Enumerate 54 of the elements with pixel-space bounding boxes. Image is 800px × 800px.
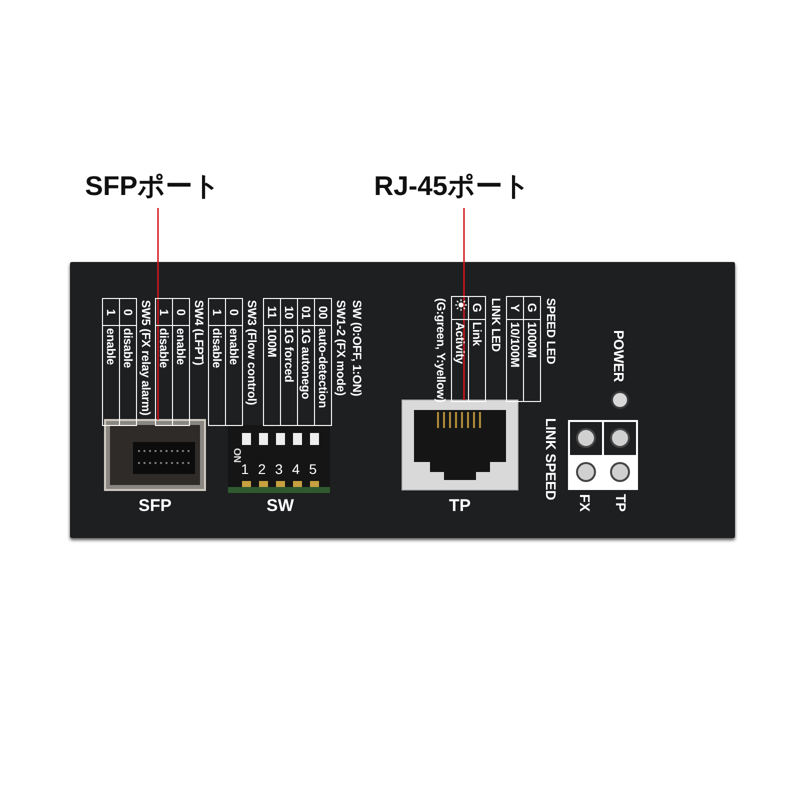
switch-value: Y xyxy=(507,297,523,320)
heading-text: SW3 (Flow control) xyxy=(245,299,259,408)
rj45-port-drawing xyxy=(402,400,518,490)
switch-value: 0 xyxy=(120,299,136,326)
leader-line xyxy=(463,208,465,400)
setting-text: disable xyxy=(120,327,136,370)
setting-text: 100M xyxy=(264,327,280,360)
switch-value: 11 xyxy=(264,299,280,326)
switch-value: G xyxy=(524,297,540,320)
setting-text: disable xyxy=(156,327,172,370)
setting-text: auto-detection xyxy=(315,327,331,410)
setting-text: 1000M xyxy=(524,321,540,360)
switch-number: 3 xyxy=(275,461,283,477)
switch-number: 4 xyxy=(292,461,300,477)
setting-text: disable xyxy=(209,327,225,370)
switch-number: 2 xyxy=(258,461,266,477)
setting-text: 10/100M xyxy=(507,321,523,370)
setting-text: enable xyxy=(173,327,189,367)
heading-text: SW1-2 (FX mode) xyxy=(334,299,348,398)
switch-value: 1 xyxy=(103,299,119,326)
switch-value: 10 xyxy=(281,299,297,326)
led-label: FX xyxy=(578,494,592,512)
switch-number: 1 xyxy=(241,461,249,477)
port-label: SFP xyxy=(138,496,172,516)
setting-text: enable xyxy=(103,327,119,367)
led-label: POWER xyxy=(612,330,626,382)
heading-text: SW5 (FX relay alarm) xyxy=(139,299,153,418)
setting-text: Activity xyxy=(452,321,468,366)
switch-value: 1 xyxy=(209,299,225,326)
port-label: SW xyxy=(266,496,294,516)
setting-text: enable xyxy=(226,327,242,367)
setting-text: 1G forced xyxy=(281,327,297,384)
heading-text: SW4 (LFPT) xyxy=(192,299,206,368)
led-label: LINK SPEED xyxy=(544,418,558,500)
port-label: TP xyxy=(449,496,471,516)
heading-text: LINK LED xyxy=(489,297,503,354)
callout-text: RJ-45ポート xyxy=(374,168,531,204)
switch-value: 1 xyxy=(156,299,172,326)
setting-text: Link xyxy=(469,321,485,348)
note-text: (G:green, Y:yellow) xyxy=(434,297,448,402)
switch-value: 01 xyxy=(298,299,314,326)
switch-label: ON xyxy=(230,448,242,463)
switch-value: 00 xyxy=(315,299,331,326)
callout-text: SFPポート xyxy=(85,168,221,204)
switch-value: 0 xyxy=(173,299,189,326)
sfp-port-drawing xyxy=(105,420,205,490)
setting-text: 1G autonego xyxy=(298,327,314,402)
switch-number: 5 xyxy=(309,461,317,477)
heading-text: SW (0:OFF, 1:ON) xyxy=(350,299,364,398)
leader-line xyxy=(157,208,159,420)
switch-value: 0 xyxy=(226,299,242,326)
heading-text: SPEED LED xyxy=(544,297,558,366)
led-label: TP xyxy=(614,494,628,512)
switch-value: G xyxy=(469,297,485,320)
